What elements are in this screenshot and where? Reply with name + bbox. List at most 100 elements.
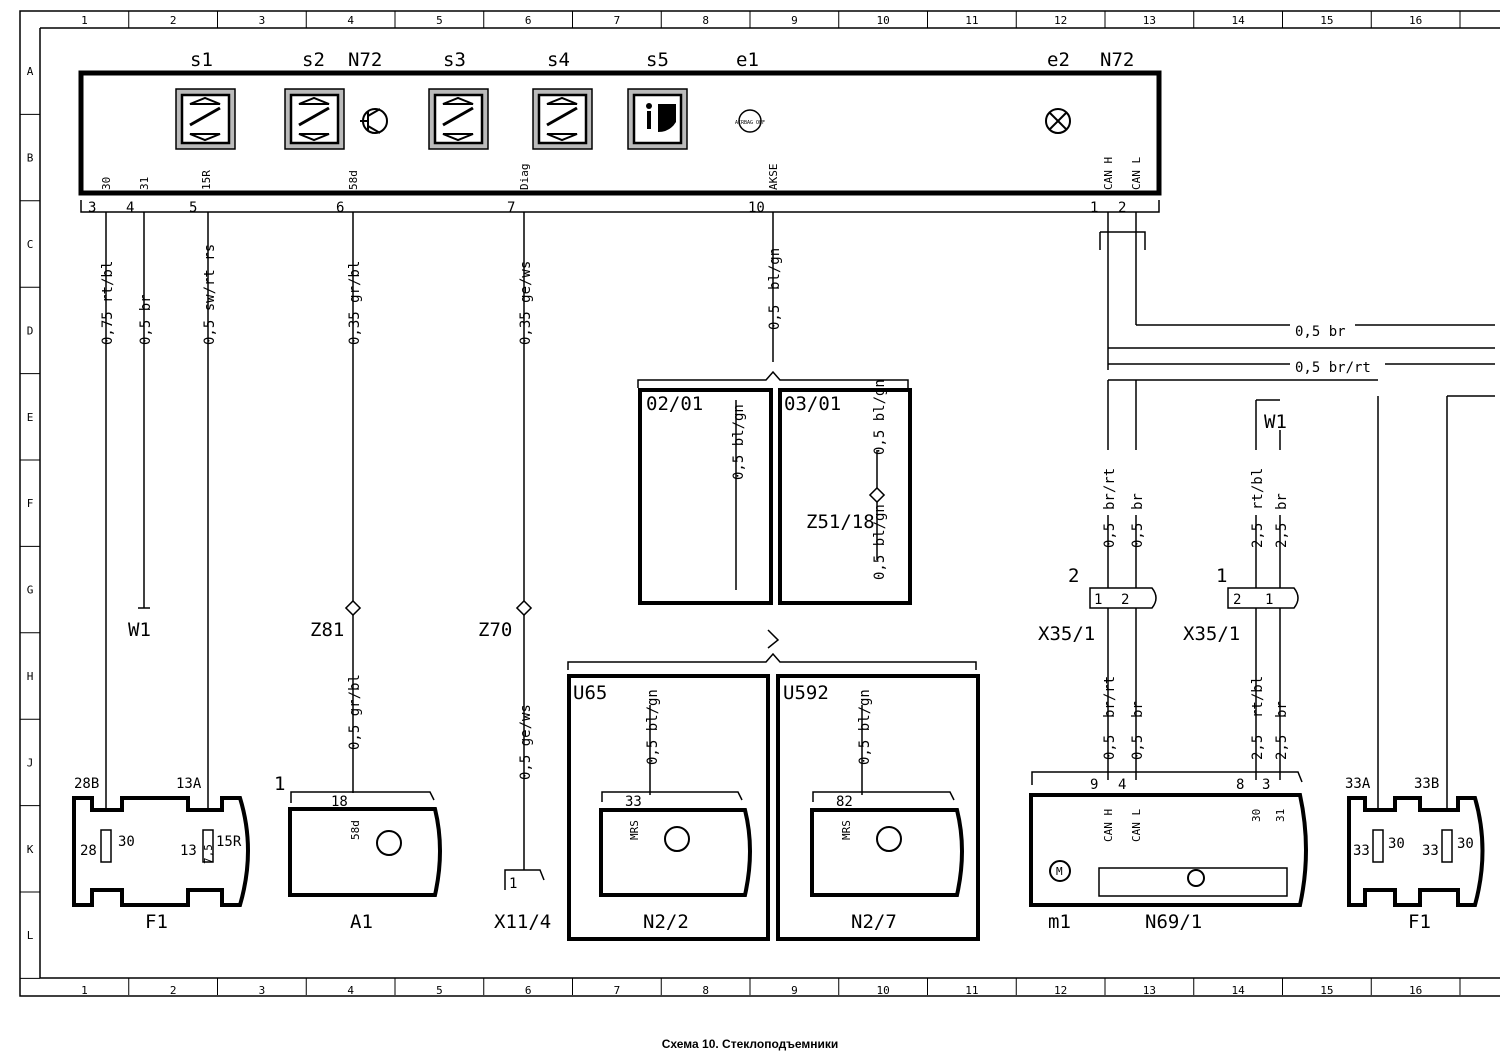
svg-text:4: 4: [1118, 777, 1126, 793]
door-control-module-n69-1: 9 4 8 3 CAN H CAN L 30 31 M m1 N69/1: [1029, 771, 1308, 933]
svg-text:2: 2: [1118, 200, 1126, 216]
svg-text:CAN L: CAN L: [1130, 809, 1143, 842]
connector-x35-1-left: 2 1 2 X35/1: [1038, 565, 1157, 645]
svg-text:N2/7: N2/7: [851, 911, 897, 933]
connector-x35-1-right: 1 2 1 X35/1: [1183, 565, 1299, 645]
wire-labels: 0,75 rt/bl 0,5 br 0,5 sw/rt rs 0,35 gr/b…: [100, 244, 1371, 780]
svg-text:31: 31: [138, 177, 151, 190]
svg-text:CAN L: CAN L: [1130, 157, 1143, 190]
svg-text:F1: F1: [1408, 911, 1431, 933]
grid-column-label: 15: [1320, 984, 1333, 997]
grid-row-label: K: [27, 843, 34, 856]
grid-column-label: 9: [791, 14, 798, 27]
grid-column-label: 11: [965, 984, 978, 997]
svg-text:7: 7: [507, 200, 515, 216]
svg-text:3: 3: [1262, 777, 1270, 793]
svg-text:0,35 ge/ws: 0,35 ge/ws: [518, 261, 534, 345]
svg-text:0,5 ge/ws: 0,5 ge/ws: [518, 704, 534, 780]
svg-text:2,5: 2,5: [1274, 523, 1290, 548]
grid-column-label: 1: [81, 14, 88, 27]
label-s5: s5: [646, 49, 669, 71]
svg-text:13A: 13A: [176, 776, 202, 792]
grid-column-label: 12: [1054, 984, 1067, 997]
svg-text:AIRBAG OFF: AIRBAG OFF: [735, 120, 765, 126]
svg-text:CAN H: CAN H: [1102, 157, 1115, 190]
svg-text:10: 10: [748, 200, 765, 216]
grid-column-label: 4: [347, 984, 354, 997]
svg-text:30: 30: [100, 177, 113, 190]
label-s1: s1: [190, 49, 213, 71]
grid-column-label: 10: [877, 984, 890, 997]
svg-text:1: 1: [274, 773, 285, 795]
svg-text:15R: 15R: [200, 170, 213, 190]
svg-text:0,5 bl/gn: 0,5 bl/gn: [872, 379, 888, 455]
svg-text:0,5 sw/rt rs: 0,5 sw/rt rs: [202, 244, 218, 345]
svg-text:Diag: Diag: [518, 164, 531, 191]
svg-text:02/01: 02/01: [646, 393, 703, 415]
svg-text:33: 33: [625, 794, 642, 810]
grid-column-label: 13: [1143, 14, 1156, 27]
grid-column-label: 16: [1409, 14, 1422, 27]
svg-text:1: 1: [509, 876, 517, 892]
motor-icon: [1049, 860, 1071, 882]
grid-column-label: 4: [347, 14, 354, 27]
svg-text:br: br: [1274, 493, 1290, 510]
svg-text:rt/bl: rt/bl: [1250, 676, 1266, 718]
svg-text:82: 82: [836, 794, 853, 810]
transistor-icon: [1187, 869, 1205, 887]
svg-text:2,5: 2,5: [1274, 735, 1290, 760]
option-box-02-01: 02/01: [638, 388, 773, 605]
svg-text:0,5 br: 0,5 br: [138, 294, 154, 345]
grid-column-label: 5: [436, 14, 443, 27]
svg-text:18: 18: [331, 794, 348, 810]
svg-text:N2/2: N2/2: [643, 911, 689, 933]
grid-row-label: C: [27, 238, 34, 251]
grid-column-label: 8: [702, 14, 709, 27]
grid-column-label: 9: [791, 984, 798, 997]
svg-text:U592: U592: [783, 682, 829, 704]
transistor-icon: [664, 826, 690, 852]
grid-column-label: 14: [1232, 984, 1246, 997]
grid-row-label: J: [27, 756, 34, 769]
grid-column-label: 2: [170, 14, 177, 27]
grid-column-label: 6: [525, 984, 532, 997]
wires: [105, 212, 1495, 870]
svg-text:2: 2: [1068, 565, 1079, 587]
svg-text:br/rt: br/rt: [1102, 676, 1118, 718]
transistor-symbol: [360, 108, 388, 134]
svg-text:2,5: 2,5: [1250, 523, 1266, 548]
variant-box-u592: U592 82 MRS N2/7: [776, 674, 980, 941]
svg-text:28: 28: [80, 843, 97, 859]
svg-text:F1: F1: [145, 911, 168, 933]
svg-text:AKSE: AKSE: [767, 164, 780, 191]
svg-text:A1: A1: [350, 911, 373, 933]
svg-text:9: 9: [1090, 777, 1098, 793]
svg-text:0,5: 0,5: [767, 305, 783, 330]
grid-column-label: 11: [965, 14, 978, 27]
window-switch-s2: [284, 88, 345, 150]
svg-text:1: 1: [1216, 565, 1227, 587]
svg-text:MRS: MRS: [840, 820, 853, 840]
transistor-icon: [876, 826, 902, 852]
svg-text:Z81: Z81: [310, 619, 344, 641]
svg-text:W1: W1: [128, 619, 151, 641]
svg-text:X11/4: X11/4: [494, 911, 551, 933]
label-s3: s3: [443, 49, 466, 71]
label-s2: s2: [302, 49, 325, 71]
grid-column-label: 2: [170, 984, 177, 997]
window-switch-s4: [532, 88, 593, 150]
svg-text:0,75 rt/bl: 0,75 rt/bl: [100, 261, 116, 345]
grid-row-label: A: [27, 65, 34, 78]
svg-text:5: 5: [189, 200, 197, 216]
grid-row-label: E: [27, 411, 34, 424]
braces: [567, 370, 977, 670]
grid-column-label: 3: [259, 984, 266, 997]
component-labels: W1 W1 Z81 Z70 Z51/18: [128, 411, 1287, 641]
window-switch-s3: [428, 88, 489, 150]
svg-text:br/rt: br/rt: [1102, 468, 1118, 510]
svg-text:Z70: Z70: [478, 619, 512, 641]
grid-column-label: 6: [525, 14, 532, 27]
grid-column-label: 13: [1143, 984, 1156, 997]
indicator-lamp-e2: [1045, 108, 1071, 134]
